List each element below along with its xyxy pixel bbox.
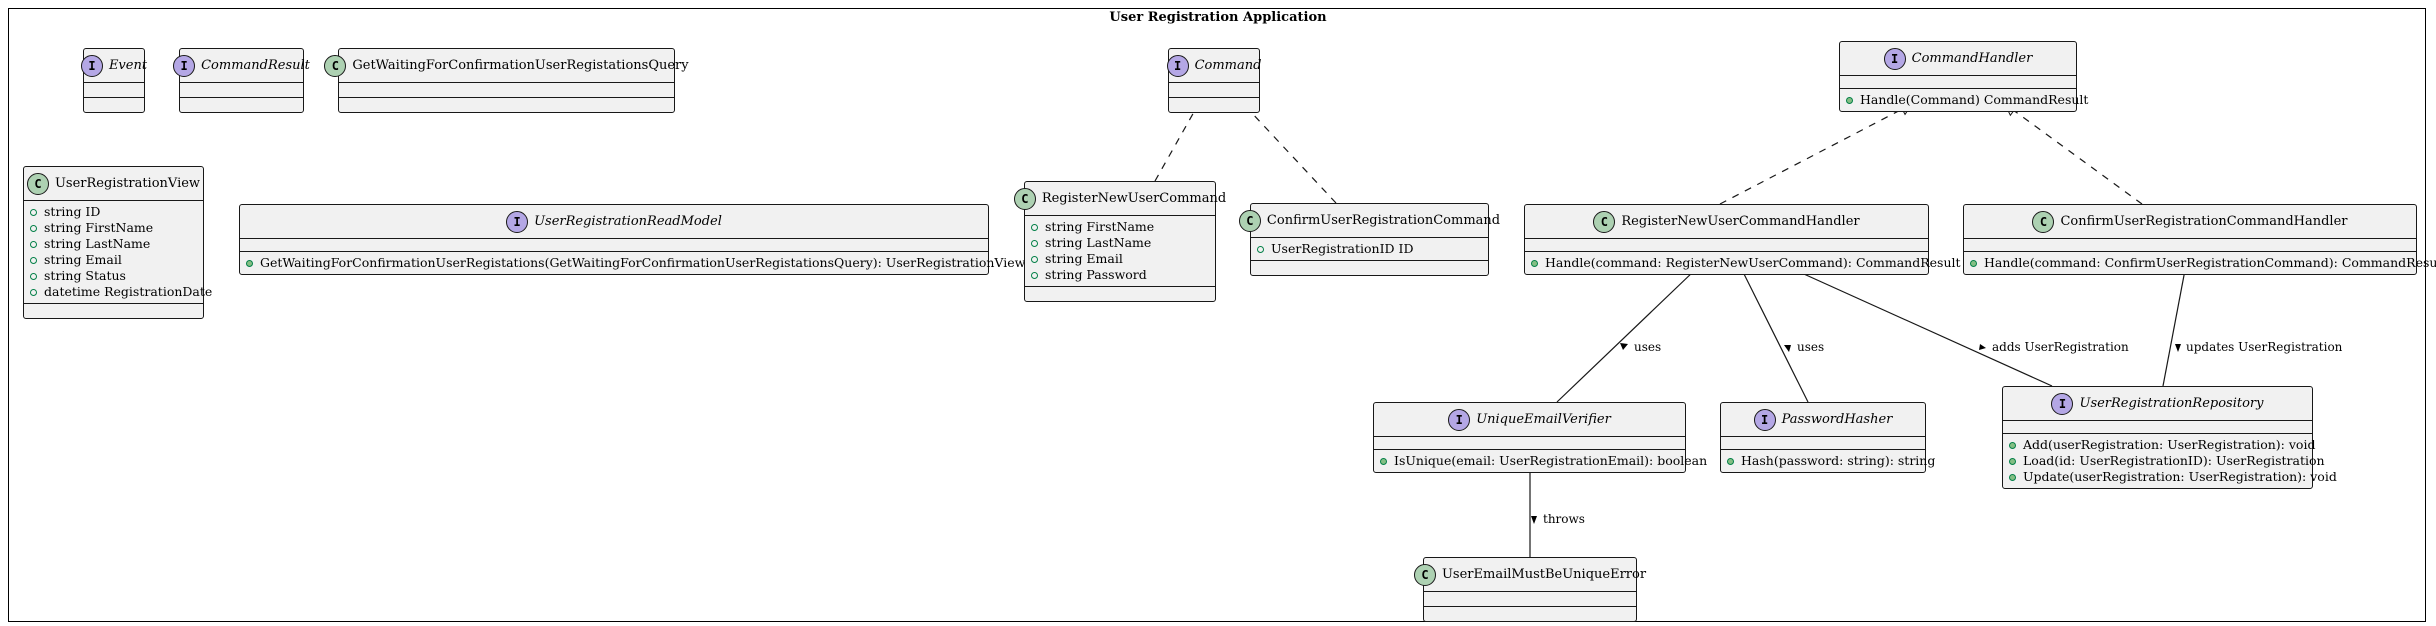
edge-label-uses: uses	[1634, 340, 1662, 354]
class-name: UserRegistrationView	[54, 176, 201, 191]
class-user-email-must-be-unique-error: C UserEmailMustBeUniqueError	[1413, 557, 1646, 622]
edge-label-updates-user-registration: updates UserRegistration	[2186, 340, 2343, 354]
field: datetime RegistrationDate	[30, 284, 212, 300]
class-name: UserRegistrationReadModel	[534, 214, 722, 229]
class-badge: C	[324, 54, 347, 77]
interface-badge: I	[1753, 408, 1776, 431]
field: string LastName	[1031, 235, 1209, 251]
class-command-result: I CommandResult	[173, 48, 310, 113]
class-name: RegisterNewUserCommandHandler	[1621, 214, 1860, 229]
direction-arrow	[1620, 343, 1628, 350]
class-badge: C	[1593, 210, 1616, 233]
edge-confirm-command-realizes-command	[1235, 95, 1337, 204]
class-name: UserEmailMustBeUniqueError	[1441, 567, 1647, 582]
direction-arrow	[2175, 344, 2181, 352]
class-badge: C	[1013, 187, 1036, 210]
field: string FirstName	[1031, 219, 1209, 235]
class-badge: C	[2032, 210, 2055, 233]
class-name: ConfirmUserRegistrationCommand	[1266, 213, 1501, 228]
field: UserRegistrationID ID	[1257, 241, 1482, 257]
class-user-registration-repository: I UserRegistrationRepository Add(userRegi…	[2002, 386, 2337, 489]
class-name: CommandResult	[201, 58, 310, 73]
class-get-waiting-query: C GetWaitingForConfirmationUserRegistatio…	[324, 48, 689, 113]
method: Handle(command: RegisterNewUserCommand):…	[1531, 255, 1961, 271]
class-event: I Event	[80, 48, 148, 113]
diagram-frame	[8, 8, 2426, 622]
class-confirm-user-registration-command: C ConfirmUserRegistrationCommand UserRegi…	[1238, 203, 1500, 276]
class-name: CommandHandler	[1911, 51, 2033, 66]
field: string Email	[30, 252, 197, 268]
class-name: RegisterNewUserCommand	[1041, 191, 1227, 206]
field: string ID	[30, 204, 197, 220]
field: string Email	[1031, 251, 1209, 267]
field: string LastName	[30, 236, 197, 252]
edge-label-adds-user-registration: adds UserRegistration	[1992, 340, 2129, 354]
diagram-title: User Registration Application	[1109, 10, 1327, 25]
edge-label-throws: throws	[1543, 512, 1585, 526]
class-register-new-user-command: C RegisterNewUserCommand string FirstName…	[1013, 181, 1226, 302]
interface-badge: I	[80, 54, 103, 77]
method: Handle(command: ConfirmUserRegistrationC…	[1970, 255, 2436, 271]
class-command-handler: I CommandHandler Handle(Command) CommandR…	[1839, 41, 2088, 112]
class-name: ConfirmUserRegistrationCommandHandler	[2060, 214, 2348, 229]
class-unique-email-verifier: I UniqueEmailVerifier IsUnique(email: Use…	[1373, 402, 1707, 473]
class-name: GetWaitingForConfirmationUserRegistation…	[352, 58, 689, 73]
edge-register-command-realizes-command	[1154, 95, 1204, 182]
class-name: Command	[1194, 58, 1262, 73]
class-password-hasher: I PasswordHasher Hash(password: string): …	[1720, 402, 1935, 473]
class-badge: C	[1413, 563, 1436, 586]
class-user-registration-view: C UserRegistrationView string ID string F…	[23, 166, 212, 319]
class-badge: C	[1238, 209, 1261, 232]
class-name: Event	[108, 58, 148, 73]
direction-arrow	[1531, 516, 1537, 524]
method: GetWaitingForConfirmationUserRegistation…	[246, 255, 1035, 271]
edge-register-handler-realizes-handler	[1719, 103, 1913, 205]
method: Update(userRegistration: UserRegistratio…	[2009, 469, 2337, 485]
class-name: PasswordHasher	[1781, 412, 1893, 427]
class-register-new-user-command-handler: C RegisterNewUserCommandHandler Handle(co…	[1524, 204, 1961, 275]
class-user-registration-read-model: I UserRegistrationReadModel GetWaitingFor…	[239, 204, 1035, 275]
field: string FirstName	[30, 220, 197, 236]
interface-badge: I	[1448, 408, 1471, 431]
method: Hash(password: string): string	[1727, 453, 1935, 469]
field: string Status	[30, 268, 197, 284]
class-name: UserRegistrationRepository	[2079, 396, 2264, 411]
class-confirm-user-registration-command-handler: C ConfirmUserRegistrationCommandHandler H…	[1963, 204, 2436, 275]
method: Load(id: UserRegistrationID): UserRegist…	[2009, 453, 2325, 469]
class-badge: C	[26, 172, 49, 195]
edge-register-handler-uses-hasher	[1741, 269, 1809, 403]
direction-arrow	[1979, 344, 1986, 350]
interface-badge: I	[173, 54, 196, 77]
edge-confirm-handler-updates-repository	[2162, 269, 2186, 387]
edge-register-handler-uses-verifier	[1556, 269, 1696, 403]
direction-arrow	[1784, 345, 1791, 352]
edge-confirm-handler-realizes-handler	[2004, 103, 2143, 205]
method: IsUnique(email: UserRegistrationEmail): …	[1380, 453, 1707, 469]
method: Handle(Command) CommandResult	[1846, 92, 2088, 108]
interface-badge: I	[1883, 47, 1906, 70]
class-command: I Command	[1166, 48, 1262, 113]
interface-badge: I	[2051, 392, 2074, 415]
edge-label-uses: uses	[1797, 340, 1825, 354]
interface-badge: I	[1166, 54, 1189, 77]
method: Add(userRegistration: UserRegistration):…	[2009, 437, 2315, 453]
class-name: UniqueEmailVerifier	[1476, 412, 1611, 427]
interface-badge: I	[506, 210, 529, 233]
field: string Password	[1031, 267, 1209, 283]
edge-register-handler-adds-repository	[1794, 269, 2053, 387]
